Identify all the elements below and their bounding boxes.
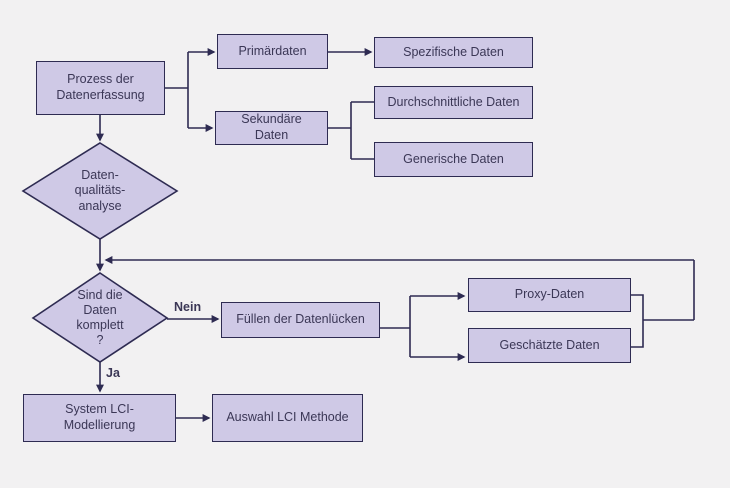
connector-proxy-out bbox=[631, 294, 644, 320]
node-spezifische-daten: Spezifische Daten bbox=[374, 37, 533, 68]
decision-sind-die-daten-komplett-shape bbox=[31, 272, 169, 363]
node-primaerdaten: Primärdaten bbox=[217, 34, 328, 69]
connector-geschaetzte-out bbox=[631, 320, 644, 348]
node-system-lci-modellierung: System LCI- Modellierung bbox=[23, 394, 176, 442]
node-sekundaere-daten: Sekundäre Daten bbox=[215, 111, 328, 145]
node-geschaetzte-daten: Geschätzte Daten bbox=[468, 328, 631, 363]
edge-label-ja: Ja bbox=[106, 366, 120, 380]
node-prozess-der-datenerfassung: Prozess der Datenerfassung bbox=[36, 61, 165, 115]
edge-label-nein: Nein bbox=[174, 300, 202, 314]
node-durchschnittliche-daten: Durchschnittliche Daten bbox=[374, 86, 533, 119]
decision-daten-qualitaets-analyse-shape bbox=[21, 142, 179, 240]
node-auswahl-lci-methode: Auswahl LCI Methode bbox=[212, 394, 363, 442]
node-proxy-daten: Proxy-Daten bbox=[468, 278, 631, 312]
node-fuellen-der-datenluecken: Füllen der Datenlücken bbox=[221, 302, 380, 338]
node-generische-daten: Generische Daten bbox=[374, 142, 533, 177]
